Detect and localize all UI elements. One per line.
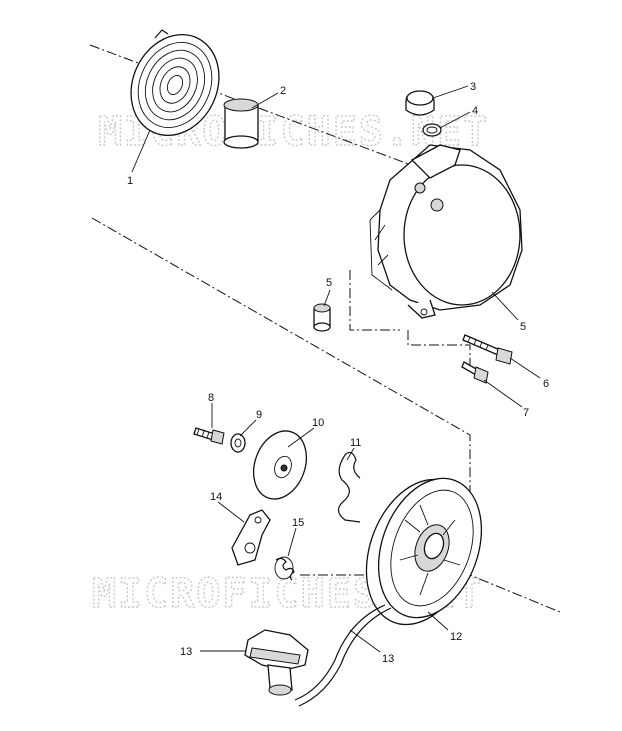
short-bolt bbox=[461, 361, 489, 384]
callout-3: 3 bbox=[470, 81, 476, 93]
o-ring bbox=[422, 123, 442, 137]
callout-12: 12 bbox=[450, 631, 462, 643]
leader-13b bbox=[349, 629, 381, 653]
callout-13-rope: 13 bbox=[382, 653, 394, 665]
callout-14: 14 bbox=[210, 491, 222, 503]
friction-plate bbox=[252, 430, 308, 500]
long-bolt bbox=[462, 334, 513, 365]
leader-10 bbox=[287, 427, 315, 448]
callout-1: 1 bbox=[127, 175, 133, 187]
pawl bbox=[231, 509, 271, 566]
callout-5-spacer: 5 bbox=[326, 277, 332, 289]
bolt-guide-line bbox=[407, 330, 471, 370]
leader-5b bbox=[491, 291, 519, 321]
screw bbox=[193, 427, 225, 445]
callout-10: 10 bbox=[312, 417, 324, 429]
leader-1 bbox=[131, 129, 151, 173]
leader-6 bbox=[509, 357, 541, 379]
leader-9 bbox=[239, 419, 257, 437]
pawl-spring bbox=[274, 556, 295, 581]
leader-15 bbox=[287, 527, 297, 557]
bushing bbox=[223, 98, 259, 149]
callout-8: 8 bbox=[208, 392, 214, 404]
callout-13-handle: 13 bbox=[180, 646, 192, 658]
leader-2 bbox=[251, 92, 279, 109]
leader-7 bbox=[483, 379, 523, 408]
callout-2: 2 bbox=[280, 85, 286, 97]
leader-5a bbox=[323, 289, 331, 307]
leader-3 bbox=[432, 85, 469, 99]
starter-housing bbox=[369, 144, 523, 319]
rope-pulley bbox=[365, 477, 483, 626]
callout-7: 7 bbox=[523, 407, 529, 419]
callout-6: 6 bbox=[543, 378, 549, 390]
leader-11 bbox=[346, 447, 355, 461]
callout-11: 11 bbox=[350, 437, 361, 449]
washer bbox=[230, 433, 246, 453]
spacer bbox=[313, 303, 331, 332]
callout-5-housing: 5 bbox=[520, 321, 526, 333]
cap bbox=[405, 90, 435, 116]
leader-12 bbox=[427, 611, 449, 631]
callout-9: 9 bbox=[256, 409, 262, 421]
rope-and-handle bbox=[244, 604, 392, 707]
recoil-spring bbox=[130, 29, 220, 137]
leader-4 bbox=[439, 111, 471, 129]
leader-14 bbox=[217, 501, 245, 523]
callout-15: 15 bbox=[292, 517, 304, 529]
callout-4: 4 bbox=[472, 105, 478, 117]
spacer-guide-line bbox=[349, 270, 400, 331]
wire-clip bbox=[337, 451, 361, 523]
